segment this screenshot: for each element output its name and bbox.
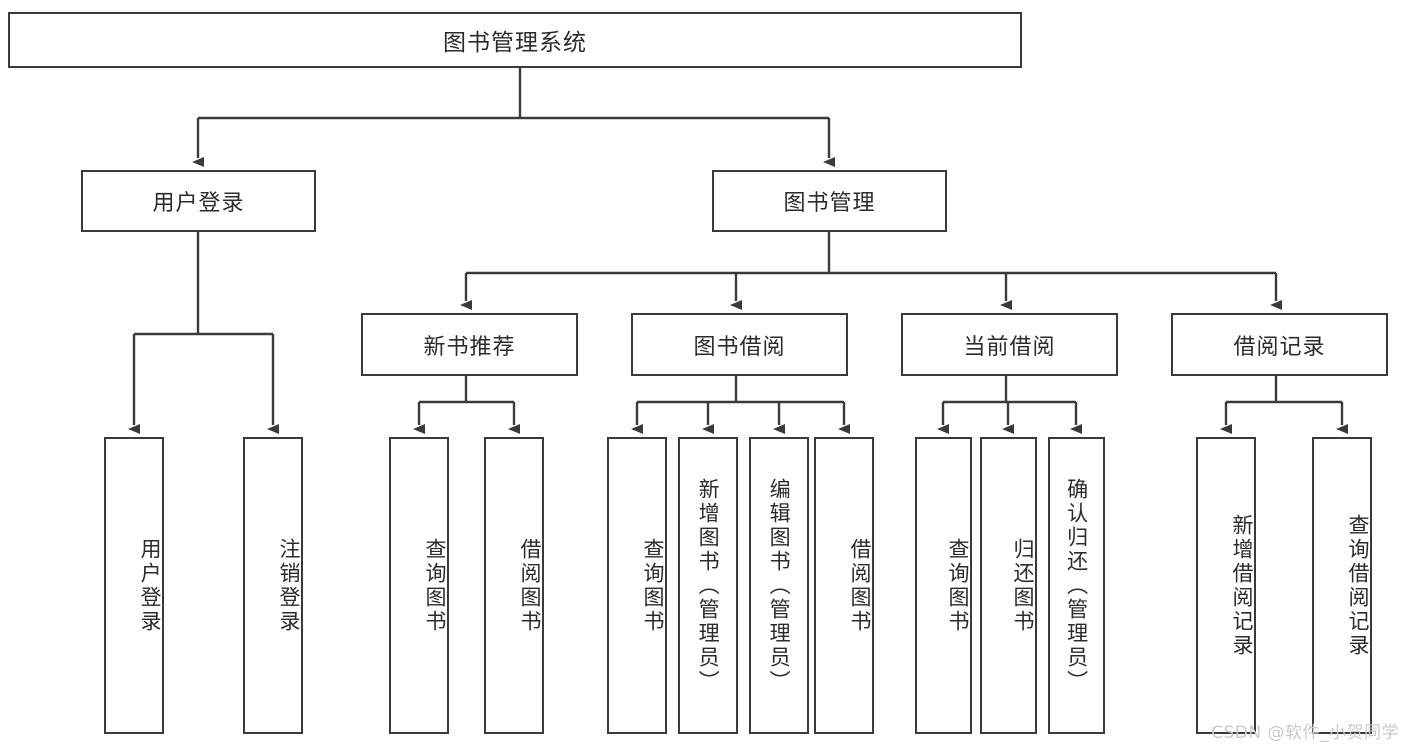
- leaf-current-borrow-query-book[interactable]: 查询图书: [915, 437, 972, 734]
- leaf-new-book-query-book[interactable]: 查询图书: [389, 437, 449, 734]
- leaf-current-borrow-confirm-return-admin[interactable]: 确认归还（管理员）: [1048, 437, 1105, 734]
- leaf-book-borrow-edit-book-admin[interactable]: 编辑图书（管理员）: [749, 437, 809, 734]
- leaf-user-login-signin[interactable]: 用户登录: [104, 437, 164, 734]
- node-user-login[interactable]: 用户登录: [81, 170, 316, 232]
- csdn-watermark: CSDN @软件_小贺同学: [1211, 723, 1399, 743]
- node-new-book-recommend[interactable]: 新书推荐: [361, 313, 578, 376]
- node-root-book-management-system[interactable]: 图书管理系统: [8, 12, 1022, 68]
- node-book-management[interactable]: 图书管理: [712, 170, 947, 232]
- leaf-current-borrow-return-book[interactable]: 归还图书: [980, 437, 1037, 734]
- leaf-borrow-record-add-record[interactable]: 新增借阅记录: [1196, 437, 1256, 734]
- leaf-user-login-logout[interactable]: 注销登录: [243, 437, 303, 734]
- leaf-book-borrow-add-book-admin[interactable]: 新增图书（管理员）: [678, 437, 738, 734]
- leaf-borrow-record-query-record[interactable]: 查询借阅记录: [1312, 437, 1372, 734]
- leaf-book-borrow-query-book[interactable]: 查询图书: [607, 437, 667, 734]
- node-borrow-record[interactable]: 借阅记录: [1171, 313, 1388, 376]
- node-book-borrow[interactable]: 图书借阅: [631, 313, 848, 376]
- node-current-borrow[interactable]: 当前借阅: [901, 313, 1118, 376]
- leaf-book-borrow-borrow-book[interactable]: 借阅图书: [814, 437, 874, 734]
- leaf-new-book-borrow-book[interactable]: 借阅图书: [484, 437, 544, 734]
